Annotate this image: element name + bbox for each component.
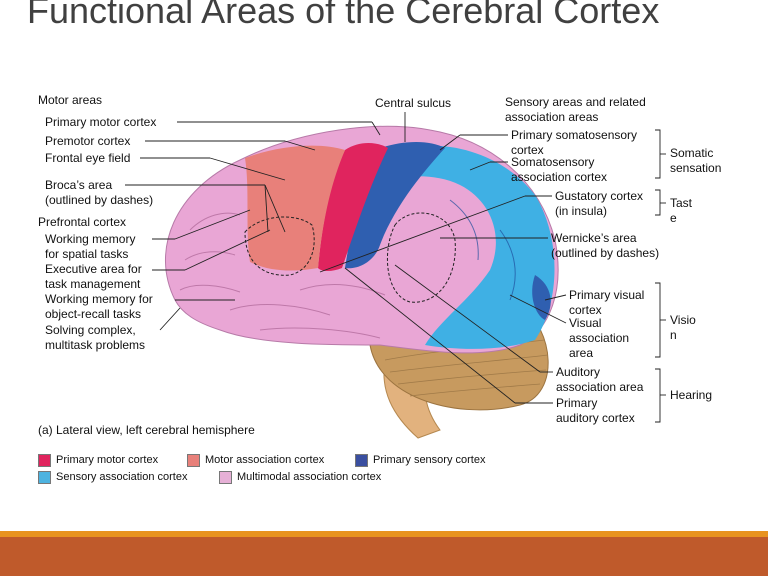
legend-item-motor-association: Motor association cortex (187, 453, 324, 467)
label-executive-2: task management (45, 277, 141, 291)
label-gustatory-2: (in insula) (555, 204, 608, 218)
label-primary-visual-2: cortex (569, 303, 602, 317)
legend-label: Primary motor cortex (56, 454, 159, 466)
sensory-heading-line1: Sensory areas and related (505, 95, 646, 109)
legend-label: Sensory association cortex (56, 471, 188, 483)
motor-association-region (245, 145, 345, 271)
legend-item-sensory-association: Sensory association cortex (38, 470, 187, 484)
label-primary-visual-1: Primary visual (569, 288, 645, 302)
label-object-recall-1: Working memory for (45, 292, 153, 306)
legend-label: Motor association cortex (205, 454, 325, 466)
legend-item-primary-motor: Primary motor cortex (38, 453, 158, 467)
label-prefrontal-cortex: Prefrontal cortex (38, 215, 127, 229)
label-multitask-1: Solving complex, (45, 323, 136, 337)
label-working-memory-1: Working memory (45, 232, 136, 246)
label-somatosensory-assoc-1: Somatosensory (511, 155, 595, 169)
label-visual-assoc-3: area (569, 346, 594, 360)
label-working-memory-2: for spatial tasks (45, 247, 129, 261)
label-wernicke-1: Wernicke’s area (551, 231, 637, 245)
label-premotor-cortex: Premotor cortex (45, 134, 131, 148)
legend-label: Primary sensory cortex (373, 454, 486, 466)
label-wernicke-2: (outlined by dashes) (551, 246, 660, 260)
legend-item-multimodal-association: Multimodal association cortex (219, 470, 381, 484)
label-multitask-2: multitask problems (45, 338, 146, 352)
label-frontal-eye-field: Frontal eye field (45, 151, 131, 165)
legend-swatch (219, 470, 232, 484)
group-vision-2: n (670, 328, 677, 342)
legend-swatch (38, 470, 51, 484)
label-primary-motor-cortex: Primary motor cortex (45, 115, 157, 129)
sensory-heading-line2: association areas (505, 110, 599, 124)
label-primary-auditory-2: auditory cortex (556, 411, 635, 425)
label-brocas-area: Broca’s area (45, 178, 113, 192)
group-somatic-1: Somatic (670, 146, 714, 160)
group-vision-1: Visio (670, 313, 696, 327)
label-object-recall-2: object-recall tasks (45, 307, 142, 321)
footer-accent-strip (0, 531, 768, 537)
legend-swatch (355, 453, 368, 467)
footer-bar (0, 537, 768, 576)
group-somatic-2: sensation (670, 161, 722, 175)
label-auditory-assoc-1: Auditory (556, 365, 601, 379)
group-taste-2: e (670, 211, 677, 225)
label-auditory-assoc-2: association area (556, 380, 644, 394)
legend-swatch (187, 453, 200, 467)
legend-item-primary-sensory: Primary sensory cortex (355, 453, 485, 467)
figure-caption: (a) Lateral view, left cerebral hemisphe… (38, 423, 255, 437)
label-visual-assoc-2: association (569, 331, 630, 345)
label-somatosensory-assoc-2: association cortex (511, 170, 608, 184)
label-primary-somatosensory-2: cortex (511, 143, 544, 157)
legend-label: Multimodal association cortex (237, 471, 382, 483)
broca-outline (244, 216, 315, 276)
label-visual-assoc-1: Visual (569, 316, 602, 330)
group-hearing: Hearing (670, 388, 713, 402)
label-primary-auditory-1: Primary (556, 396, 598, 410)
motor-areas-heading: Motor areas (38, 93, 103, 107)
slide-title: Functional Areas of the Cerebral Cortex (27, 0, 660, 31)
label-gustatory-1: Gustatory cortex (555, 189, 644, 203)
label-brocas-note: (outlined by dashes) (45, 193, 154, 207)
central-sulcus-label: Central sulcus (375, 96, 452, 110)
group-taste-1: Tast (670, 196, 693, 210)
label-primary-somatosensory-1: Primary somatosensory (511, 128, 638, 142)
label-executive-1: Executive area for (45, 262, 142, 276)
legend-swatch (38, 453, 51, 467)
